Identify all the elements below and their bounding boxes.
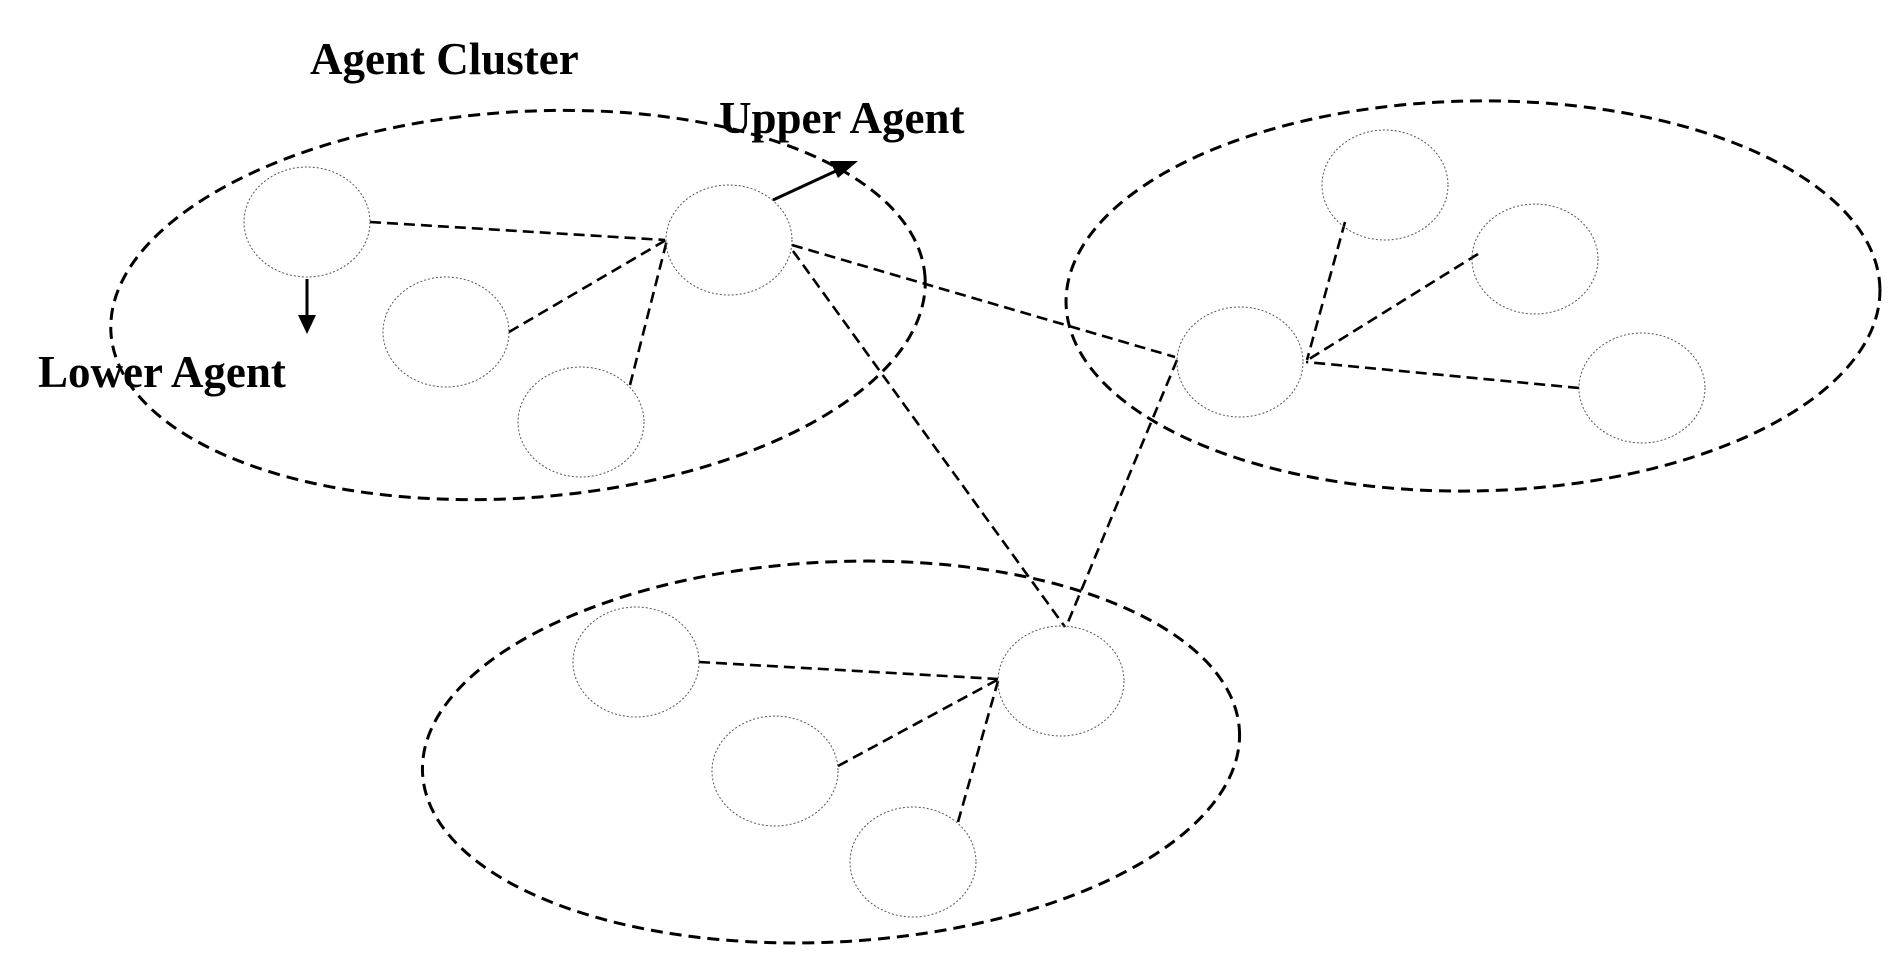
agent-node (711, 715, 839, 827)
link-tl-c-hub (628, 239, 669, 386)
link-r-a-hub (1305, 221, 1347, 361)
link-hub-tl-bottom (791, 250, 1067, 628)
upper-agent-node (1176, 306, 1304, 418)
upper-agent-node (997, 625, 1125, 737)
label-lower-agent: Lower Agent (38, 347, 286, 397)
agent-node (243, 166, 371, 278)
upper-agent-node (665, 184, 793, 296)
link-b-b-hub (837, 678, 998, 768)
link-hub-tl-right (791, 243, 1176, 359)
link-r-b-hub (1305, 252, 1479, 363)
label-agent-cluster: Agent Cluster (310, 34, 579, 84)
cluster-top-left (109, 108, 927, 502)
cluster-bottom (420, 559, 1242, 945)
upper-agent-arrow-head (830, 161, 858, 178)
agent-node (849, 806, 977, 918)
agent-node (1321, 129, 1449, 241)
link-b-a-hub (698, 660, 999, 681)
agent-node (1578, 332, 1706, 444)
link-r-c-hub (1305, 360, 1580, 390)
lower-agent-arrow-head (298, 315, 316, 334)
upper-agent-arrow (772, 168, 839, 202)
label-upper-agent: Upper Agent (719, 93, 964, 143)
link-hub-right-bottom (1064, 359, 1179, 628)
agent-node (1471, 203, 1599, 315)
link-tl-a-hub (369, 220, 666, 242)
agent-node (517, 366, 645, 478)
cluster-right (1064, 99, 1882, 493)
link-tl-b-hub (508, 238, 667, 334)
agent-node (572, 606, 700, 718)
agent-node (382, 276, 510, 388)
link-b-c-hub (956, 680, 1000, 823)
